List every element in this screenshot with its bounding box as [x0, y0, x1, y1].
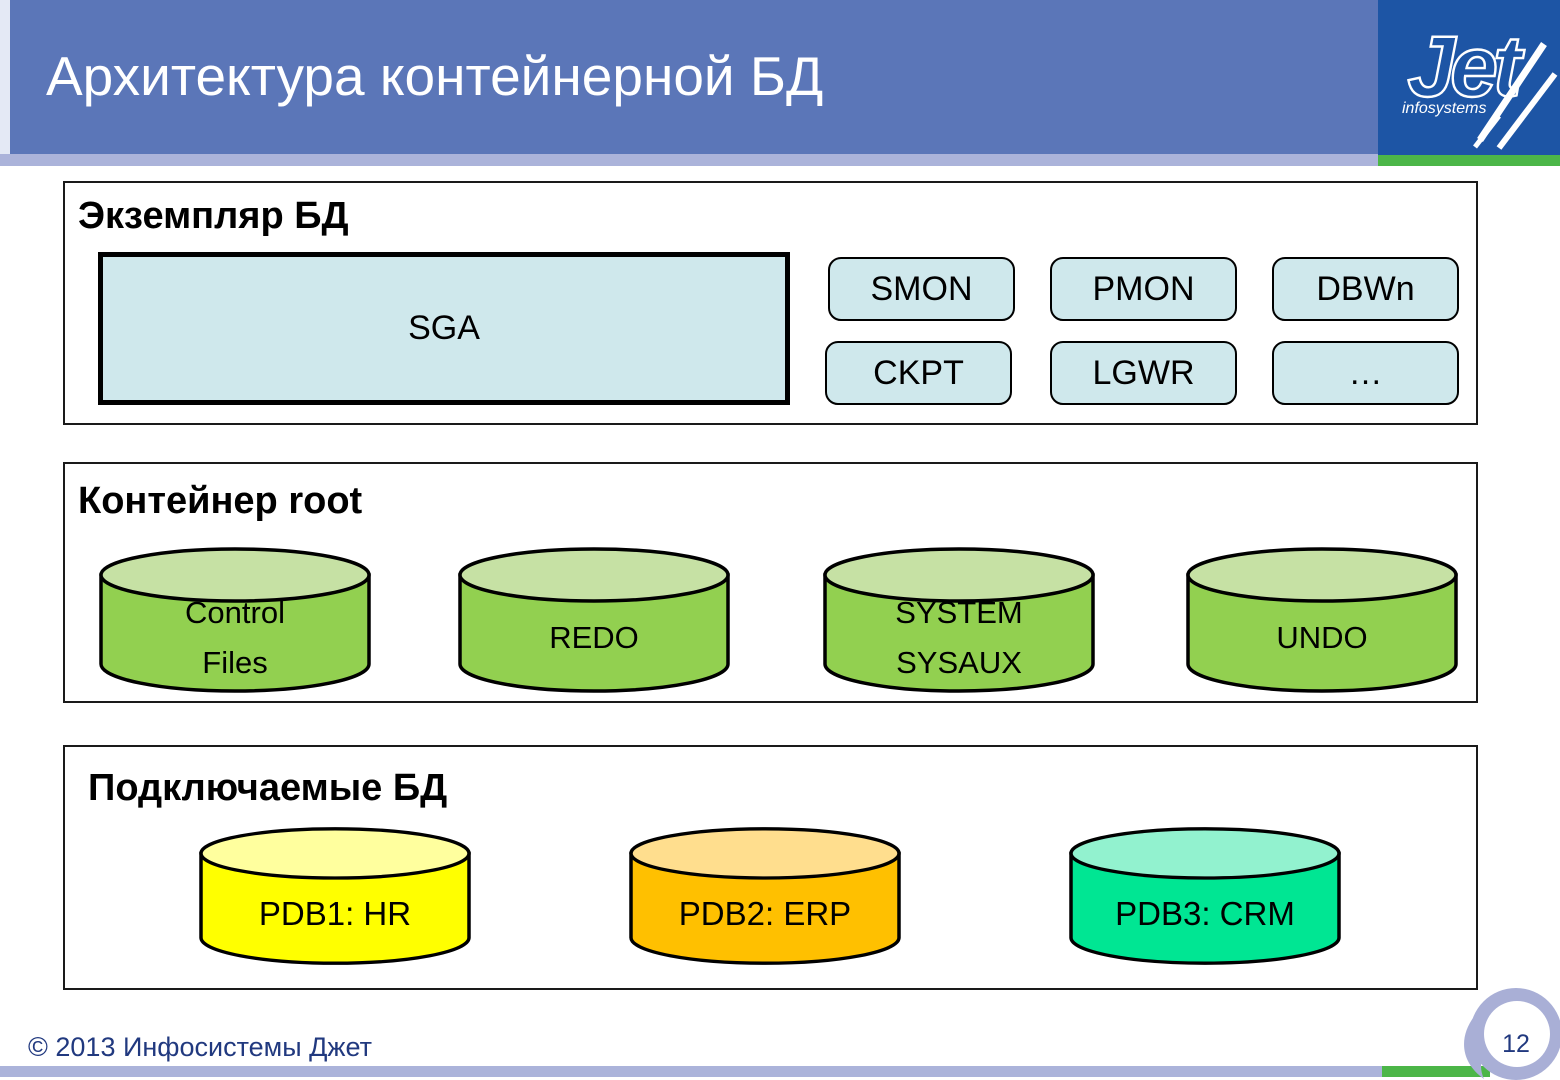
process-ckpt: CKPT — [825, 341, 1012, 405]
process-lgwr: LGWR — [1050, 341, 1237, 405]
process-label: … — [1348, 353, 1383, 392]
database-cylinder-icon — [1186, 547, 1458, 693]
footer-band — [0, 1066, 1382, 1077]
cylinder-undo: UNDO — [1185, 545, 1459, 695]
instance-label: Экземпляр БД — [78, 195, 349, 237]
database-cylinder-icon — [99, 547, 371, 693]
jet-logo-icon: Jet infosystems — [1402, 18, 1558, 150]
cylinder-label: SYSTEM SYSAUX — [895, 594, 1023, 680]
process-smon: SMON — [828, 257, 1015, 321]
database-cylinder-icon — [199, 827, 471, 965]
cylinder-pdb2-erp: PDB2: ERP — [628, 825, 902, 967]
cylinder-label: PDB1: HR — [258, 895, 412, 933]
footer-band-green — [1382, 1066, 1490, 1077]
root-container-box: Контейнер root Control Files REDO — [63, 462, 1478, 703]
sga-box: SGA — [98, 252, 790, 405]
root-container-label: Контейнер root — [78, 480, 363, 522]
process-label: CKPT — [873, 353, 964, 392]
process-label: LGWR — [1092, 353, 1195, 392]
database-cylinder-icon — [823, 547, 1095, 693]
process-label: PMON — [1092, 269, 1195, 308]
page-number: 12 — [1502, 1030, 1530, 1058]
jet-subtitle-text: infosystems — [1402, 100, 1486, 117]
database-cylinder-icon — [1069, 827, 1341, 965]
slash-icon — [1496, 72, 1558, 150]
process-others: … — [1272, 341, 1459, 405]
logo-green-band — [1378, 155, 1560, 166]
cylinder-control-files: Control Files — [98, 545, 372, 695]
jet-logo: Jet infosystems — [1378, 0, 1560, 155]
page-swirl-icon — [1464, 988, 1560, 1080]
page-title: Архитектура контейнерной БД — [46, 45, 824, 107]
header-accent-band — [0, 154, 1378, 166]
process-label: DBWn — [1316, 269, 1415, 308]
cylinder-label: Control Files — [185, 594, 285, 680]
header-left-strip — [0, 0, 10, 154]
cylinder-label: PDB3: CRM — [1115, 895, 1295, 933]
process-pmon: PMON — [1050, 257, 1237, 321]
cylinder-label: UNDO — [1276, 619, 1368, 655]
cylinder-system-sysaux: SYSTEM SYSAUX — [822, 545, 1096, 695]
process-dbwn: DBWn — [1272, 257, 1459, 321]
database-cylinder-icon — [458, 547, 730, 693]
copyright-text: © 2013 Инфосистемы Джет — [28, 1032, 372, 1062]
sga-label: SGA — [408, 309, 480, 347]
cylinder-pdb1-hr: PDB1: HR — [198, 825, 472, 967]
pluggable-db-box: Подключаемые БД PDB1: HR PDB2: ERP — [63, 745, 1478, 990]
cylinder-label: REDO — [549, 619, 639, 655]
title-banner: Архитектура контейнерной БД — [10, 0, 1378, 154]
cylinder-label: PDB2: ERP — [678, 895, 852, 933]
cylinder-redo: REDO — [457, 545, 731, 695]
slash-icon — [1473, 114, 1501, 149]
process-label: SMON — [870, 269, 973, 308]
cylinder-pdb3-crm: PDB3: CRM — [1068, 825, 1342, 967]
instance-box: Экземпляр БД SGA SMON PMON DBWn CKPT LGW… — [63, 181, 1478, 425]
pluggable-db-label: Подключаемые БД — [88, 767, 448, 809]
database-cylinder-icon — [629, 827, 901, 965]
